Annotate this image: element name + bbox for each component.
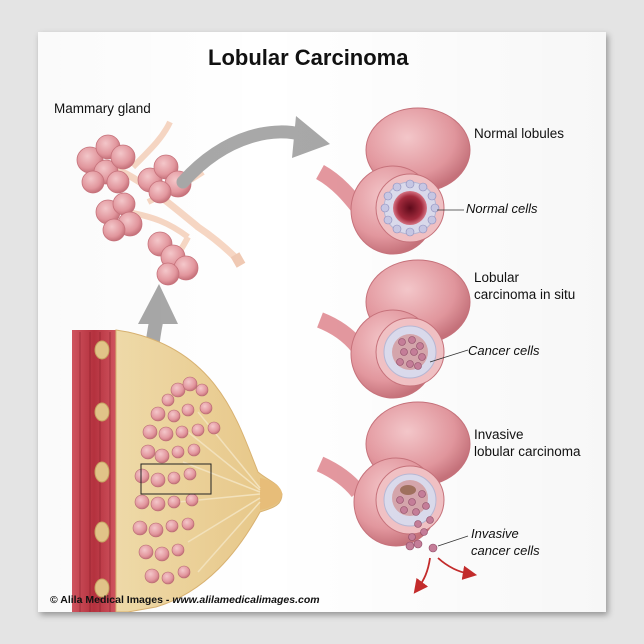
lcis-label-line1: Lobular [474, 270, 520, 285]
lcis-lobule-drawing [316, 259, 471, 399]
footer: © Alila Medical Images - www.alilamedica… [50, 594, 320, 606]
normal-lobule-drawing [315, 107, 471, 255]
poster: Lobular Carcinoma Mammary gland Normal l… [38, 32, 606, 612]
footer-separator: - [165, 594, 170, 606]
invasive-cells-label-line2: cancer cells [471, 543, 540, 558]
footer-url-link[interactable]: www.alilamedicalimages.com [172, 594, 320, 606]
ilc-label-line2: lobular carcinoma [474, 444, 581, 459]
ilc-lobule-drawing [316, 401, 478, 594]
ilc-label-line1: Invasive [474, 427, 524, 442]
page-title: Lobular Carcinoma [208, 45, 409, 70]
normal-cells-label: Normal cells [466, 201, 538, 216]
copyright-text: © Alila Medical Images [50, 594, 163, 606]
lcis-label-line2: carcinoma in situ [474, 287, 576, 302]
mammary-gland-label: Mammary gland [54, 101, 151, 116]
cancer-cells-label: Cancer cells [468, 343, 540, 358]
breast-cross-section [72, 329, 283, 612]
illustration [72, 107, 478, 612]
normal-lobules-label: Normal lobules [474, 126, 565, 141]
invasive-cells-label-line1: Invasive [471, 526, 519, 541]
